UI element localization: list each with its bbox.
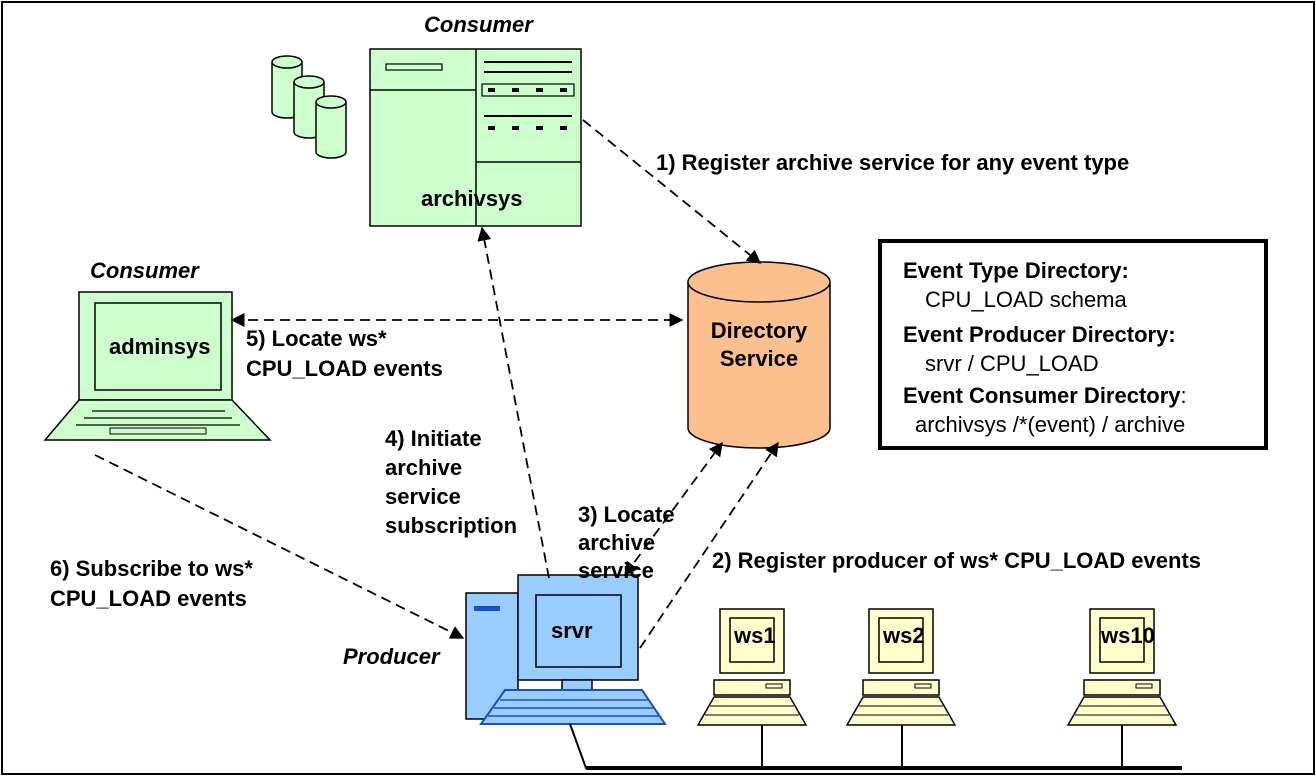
event-type-directory-value: CPU_LOAD schema — [925, 287, 1128, 312]
arrow-step3 — [624, 441, 723, 577]
adminsys-laptop-icon — [43, 291, 272, 441]
step1-label: 1) Register archive service for any even… — [656, 150, 1129, 175]
step4-label-line3: service — [385, 484, 461, 509]
event-consumer-directory-heading: Event Consumer Directory: — [903, 383, 1187, 408]
archivsys-label: archivsys — [421, 186, 523, 211]
directory-service-cylinder — [687, 261, 831, 449]
directory-info-box — [878, 239, 1268, 450]
step6-label-line2: CPU_LOAD events — [50, 586, 247, 611]
step5-label-line2: CPU_LOAD events — [246, 356, 443, 381]
step5-label-line1: 5) Locate ws* — [246, 326, 387, 351]
ws1-workstation-icon — [696, 608, 808, 726]
consumer-top-role: Consumer — [424, 12, 534, 37]
ws10-workstation-icon — [1066, 608, 1178, 726]
step3-label-line3: service — [578, 558, 654, 583]
adminsys-label: adminsys — [109, 334, 211, 359]
event-consumer-directory-colon: : — [1181, 383, 1187, 408]
step3-label-line2: archive — [578, 530, 655, 555]
arrow-step6 — [94, 454, 465, 639]
event-producer-directory-value: srvr / CPU_LOAD — [925, 351, 1099, 376]
event-producer-directory-heading: Event Producer Directory: — [903, 322, 1176, 347]
arrow-step1 — [582, 119, 762, 264]
directory-service-label-line2: Service — [720, 346, 798, 371]
step6-label-line1: 6) Subscribe to ws* — [50, 556, 253, 581]
step2-label: 2) Register producer of ws* CPU_LOAD eve… — [712, 548, 1201, 573]
directory-service-label-line1: Directory — [711, 318, 808, 343]
event-type-directory-heading: Event Type Directory: — [903, 258, 1129, 283]
srvr-computer-icon — [465, 574, 667, 725]
archivsys-server-icon — [271, 48, 582, 227]
srvr-label: srvr — [551, 618, 593, 643]
event-consumer-directory-value: archivsys /*(event) / archive — [915, 412, 1185, 437]
step4-label-line1: 4) Initiate — [385, 426, 482, 451]
consumer-left-role: Consumer — [90, 258, 200, 283]
event-consumer-directory-heading-text: Event Consumer Directory — [903, 383, 1181, 408]
step4-label-line2: archive — [385, 455, 462, 480]
ws2-workstation-icon — [845, 608, 957, 726]
step3-label-line1: 3) Locate — [578, 502, 675, 527]
ws10-label: ws10 — [1100, 623, 1155, 648]
ws2-label: ws2 — [882, 623, 925, 648]
step4-label-line4: subscription — [385, 513, 517, 538]
producer-role: Producer — [343, 644, 441, 669]
arrow-step2 — [639, 441, 779, 649]
ws1-label: ws1 — [733, 623, 776, 648]
arrow-step4 — [477, 226, 550, 579]
